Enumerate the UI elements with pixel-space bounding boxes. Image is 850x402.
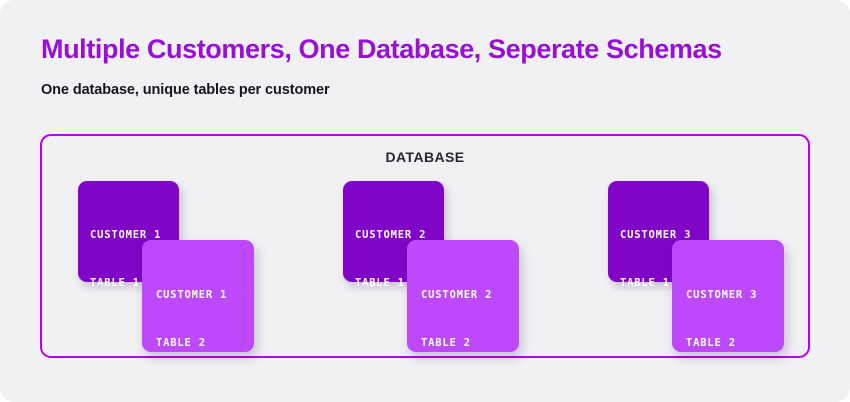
database-label: DATABASE (385, 149, 465, 165)
card-line-customer: CUSTOMER 2 (421, 288, 493, 301)
card-line-table: TABLE 2 (156, 337, 206, 350)
customer-2-table-2-card: CUSTOMER 2 TABLE 2 (407, 240, 519, 352)
card-line-customer: CUSTOMER 3 (686, 288, 758, 301)
card-line-table: TABLE 1 (620, 277, 670, 290)
card-line-customer: CUSTOMER 2 (355, 228, 427, 241)
database-container: DATABASE CUSTOMER 1 TABLE 1 CUSTOMER 1 T… (40, 134, 810, 358)
card-line-customer: CUSTOMER 1 (90, 228, 162, 241)
customer-3-table-2-card: CUSTOMER 3 TABLE 2 (672, 240, 784, 352)
customer-group-1: CUSTOMER 1 TABLE 1 CUSTOMER 1 TABLE 2 (78, 181, 258, 356)
card-line-table: TABLE 1 (90, 277, 140, 290)
customer-group-2: CUSTOMER 2 TABLE 1 CUSTOMER 2 TABLE 2 (343, 181, 523, 356)
page-title: Multiple Customers, One Database, Sepera… (41, 34, 722, 64)
customer-1-table-2-card: CUSTOMER 1 TABLE 2 (142, 240, 254, 352)
page-subtitle: One database, unique tables per customer (41, 82, 330, 98)
card-line-table: TABLE 2 (421, 337, 471, 350)
card-line-customer: CUSTOMER 1 (156, 288, 228, 301)
card-line-table: TABLE 1 (355, 277, 405, 290)
card-line-table: TABLE 2 (686, 337, 736, 350)
customer-group-3: CUSTOMER 3 TABLE 1 CUSTOMER 3 TABLE 2 (608, 181, 788, 356)
card-line-customer: CUSTOMER 3 (620, 228, 692, 241)
customer-1-table-1-card: CUSTOMER 1 TABLE 1 (78, 181, 179, 289)
